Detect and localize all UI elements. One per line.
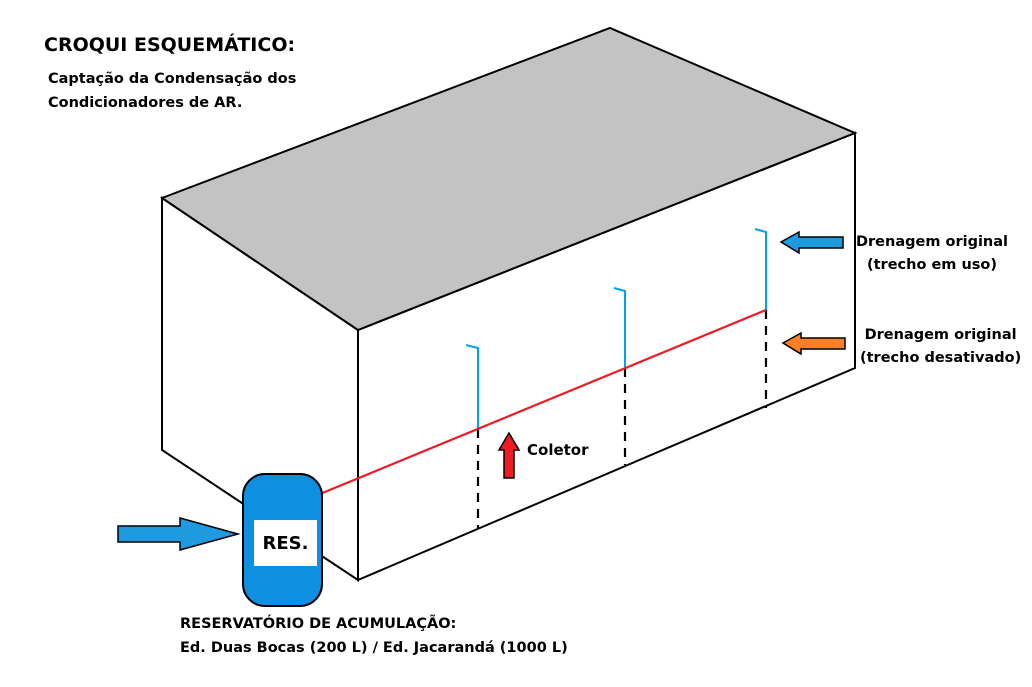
subtitle-line-1: Captação da Condensação dos [48, 71, 297, 87]
subtitle-line-2: Condicionadores de AR. [48, 95, 243, 111]
drain-disabled-line-2: (trecho desativado) [860, 350, 1022, 366]
drain-pipe-1 [465, 344, 479, 429]
inlet-arrow-icon [117, 517, 241, 551]
drain-in-use-line-2: (trecho em uso) [867, 257, 998, 273]
drain-disabled-arrow-icon [781, 331, 846, 356]
diagram-subtitle: Captação da Condensação dos Condicionado… [48, 67, 296, 115]
reservoir-caption-line-2: Ed. Duas Bocas (200 L) / Ed. Jacarandá (… [180, 640, 568, 656]
drain-in-use-arrow-icon [779, 230, 844, 255]
reservoir-caption: RESERVATÓRIO DE ACUMULAÇÃO: Ed. Duas Boc… [180, 612, 568, 660]
drain-in-use-line-1: Drenagem original [856, 234, 1009, 250]
diagram-title: CROQUI ESQUEMÁTICO: [44, 34, 296, 56]
drain-in-use-label: Drenagem original (trecho em uso) [856, 231, 1008, 277]
drain-pipes-in-use [465, 228, 767, 429]
drain-disabled-line-1: Drenagem original [864, 327, 1017, 343]
building-roof [159, 26, 858, 332]
collector-arrow-icon [497, 431, 521, 479]
drain-pipes-disabled [476, 310, 768, 528]
drain-pipe-2 [613, 287, 626, 368]
reservoir-caption-line-1: RESERVATÓRIO DE ACUMULAÇÃO: [180, 616, 457, 632]
reservoir-tag: RES. [254, 520, 317, 566]
drain-disabled-label: Drenagem original (trecho desativado) [860, 324, 1021, 370]
drain-pipe-3 [754, 228, 767, 310]
collector-label: Coletor [527, 441, 589, 459]
collector-line [319, 308, 767, 496]
